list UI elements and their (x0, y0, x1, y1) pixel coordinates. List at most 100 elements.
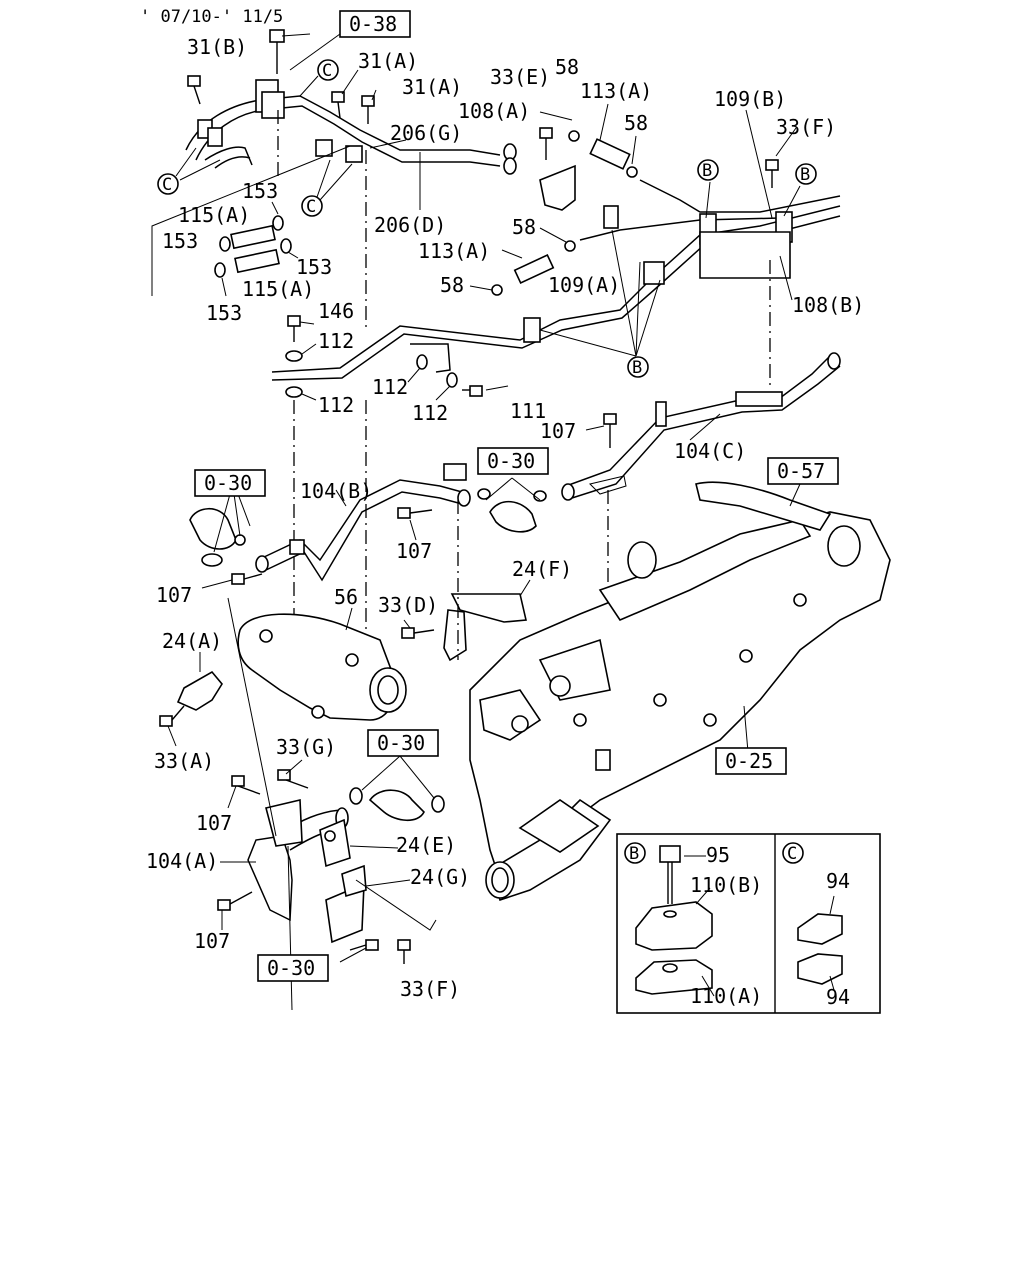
svg-text:C: C (306, 197, 316, 217)
ref-box-030-a: 0-30 (194, 469, 266, 497)
hose-sketch-030-low (349, 755, 445, 822)
callout-24f: 24(F) (512, 557, 572, 581)
svg-text:0-57: 0-57 (777, 459, 825, 483)
bracket-24f (401, 500, 531, 662)
svg-text:B: B (800, 165, 810, 185)
marker-b-2: B (795, 163, 817, 185)
callout-33g: 33(G) (276, 735, 336, 759)
svg-text:B: B (629, 844, 639, 864)
callout-115a-1: 115(A) (178, 203, 250, 227)
engine-egr-assembly (469, 481, 891, 902)
clamp-assembly-left (151, 29, 517, 296)
callout-107-b: 107 (396, 539, 432, 563)
callout-56: 56 (334, 585, 358, 609)
marker-b-3: B (627, 356, 649, 378)
callout-33d: 33(D) (378, 593, 438, 617)
callout-153-a: 153 (242, 179, 278, 203)
svg-text:B: B (702, 161, 712, 181)
callout-109a: 109(A) (548, 273, 620, 297)
callout-labels: 31(B) 31(A) 31(A) 206(G) 206(D) 153 115(… (146, 35, 864, 1001)
inset-b-clamp-drawing (635, 845, 715, 997)
callout-112-b: 112 (318, 393, 354, 417)
callout-153-b: 153 (162, 229, 198, 253)
callout-24a: 24(A) (162, 629, 222, 653)
bracket-24e-24g (319, 818, 437, 964)
inset-callout-94-b: 94 (826, 985, 850, 1009)
callout-108a: 108(A) (458, 99, 530, 123)
inset-callout-94-a: 94 (826, 869, 850, 893)
callout-33f-2: 33(F) (400, 977, 460, 1001)
bracket-24a (159, 652, 223, 747)
callout-31a-2: 31(A) (402, 75, 462, 99)
callout-33a: 33(A) (154, 749, 214, 773)
callout-108b: 108(B) (792, 293, 864, 317)
callout-113a-1: 113(A) (580, 79, 652, 103)
svg-text:B: B (632, 358, 642, 378)
callout-153-d: 153 (206, 301, 242, 325)
marker-c-3: C (301, 195, 323, 217)
date-range-label: ' 07/10-' 11/5 (140, 7, 283, 27)
inset-callout-110b: 110(B) (690, 873, 762, 897)
callout-24g: 24(G) (410, 865, 470, 889)
inset-marker-c: C (782, 842, 804, 864)
callout-33f-1: 33(F) (776, 115, 836, 139)
callout-206d: 206(D) (374, 213, 446, 237)
svg-text:0-30: 0-30 (204, 471, 252, 495)
banjo-fitting-set (285, 150, 509, 640)
callout-206g: 206(G) (390, 121, 462, 145)
thermostat-housing-56 (237, 607, 407, 721)
callout-112-a: 112 (318, 329, 354, 353)
svg-text:0-25: 0-25 (725, 749, 773, 773)
callout-113a-2: 113(A) (418, 239, 490, 263)
inset-marker-b: B (624, 842, 646, 864)
marker-c-2: C (157, 173, 179, 195)
ref-box-038: 0-38 (339, 10, 411, 38)
callout-31b: 31(B) (187, 35, 247, 59)
marker-c-1: C (317, 59, 339, 81)
inset-c-clip-drawing (797, 895, 843, 991)
callout-109b: 109(B) (714, 87, 786, 111)
pipe-104c (561, 352, 841, 760)
svg-text:0-30: 0-30 (377, 731, 425, 755)
callout-58-d: 58 (440, 273, 464, 297)
callout-104a: 104(A) (146, 849, 218, 873)
callout-58-a: 58 (555, 55, 579, 79)
pipe-104a (217, 597, 349, 1011)
svg-text:C: C (322, 61, 332, 81)
ref-box-025: 0-25 (715, 747, 787, 775)
callout-33e: 33(E) (490, 65, 550, 89)
svg-text:0-38: 0-38 (349, 12, 397, 36)
callout-112-d: 112 (412, 401, 448, 425)
svg-text:0-30: 0-30 (487, 449, 535, 473)
callout-31a-1: 31(A) (358, 49, 418, 73)
tube-assembly-109 (271, 103, 841, 390)
callout-104b: 104(B) (300, 479, 372, 503)
callout-104c: 104(C) (674, 439, 746, 463)
callout-112-c: 112 (372, 375, 408, 399)
callout-115a-2: 115(A) (242, 277, 314, 301)
callout-146: 146 (318, 299, 354, 323)
callout-107-c: 107 (156, 583, 192, 607)
ref-box-030-c: 0-30 (367, 729, 439, 757)
inset-callout-95: 95 (706, 843, 730, 867)
ref-box-030-d: 0-30 (257, 954, 329, 982)
callout-24e: 24(E) (396, 833, 456, 857)
detail-inset: B C 95 110(B) 110(A) 94 (616, 833, 881, 1014)
hose-sketch-030-left (189, 493, 251, 567)
svg-text:0-30: 0-30 (267, 956, 315, 980)
ref-box-030-b: 0-30 (477, 447, 549, 475)
inset-callout-110a: 110(A) (690, 984, 762, 1008)
svg-text:C: C (162, 175, 172, 195)
callout-107-a: 107 (540, 419, 576, 443)
svg-text:C: C (787, 844, 797, 864)
callout-58-b: 58 (624, 111, 648, 135)
hose-sketch-030-mid (477, 477, 547, 533)
callout-107-d: 107 (196, 811, 232, 835)
marker-b-1: B (697, 159, 719, 181)
callout-153-c: 153 (296, 255, 332, 279)
callout-111: 111 (510, 399, 546, 423)
hose-set-115 (214, 201, 299, 297)
pipe-104b (201, 463, 471, 589)
ref-box-057: 0-57 (767, 457, 839, 485)
